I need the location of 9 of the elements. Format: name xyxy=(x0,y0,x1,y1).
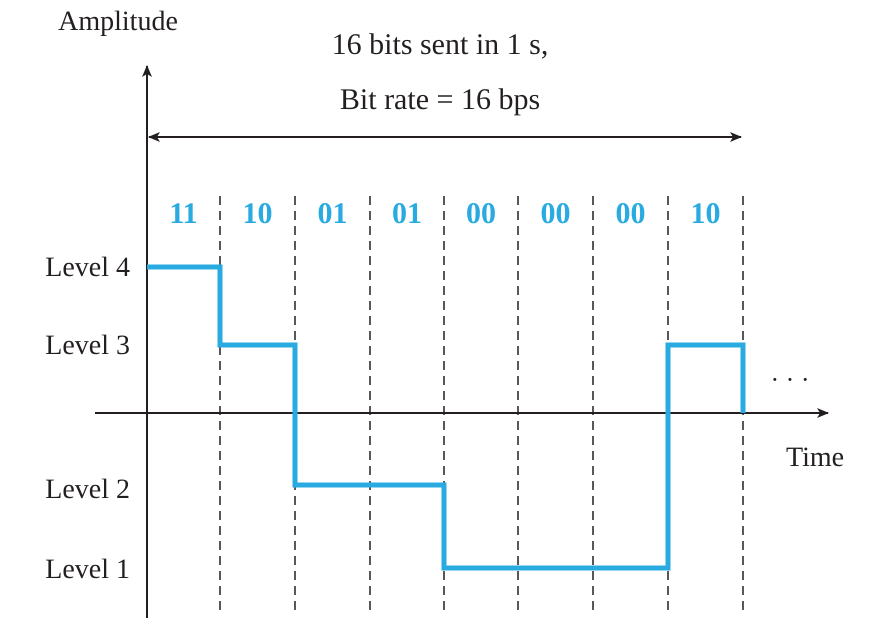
level-label: Level 3 xyxy=(45,332,130,360)
continuation-dots: · · · xyxy=(770,367,810,393)
bit-rate-note: 16 bits sent in 1 s, xyxy=(332,30,548,60)
bit-rate-note: Bit rate = 16 bps xyxy=(340,85,540,115)
axis-label: Amplitude xyxy=(58,8,178,36)
axis-label: Time xyxy=(786,444,844,472)
level-label: Level 1 xyxy=(45,556,130,584)
level-label: Level 2 xyxy=(45,476,130,504)
level-label: Level 4 xyxy=(45,254,130,282)
